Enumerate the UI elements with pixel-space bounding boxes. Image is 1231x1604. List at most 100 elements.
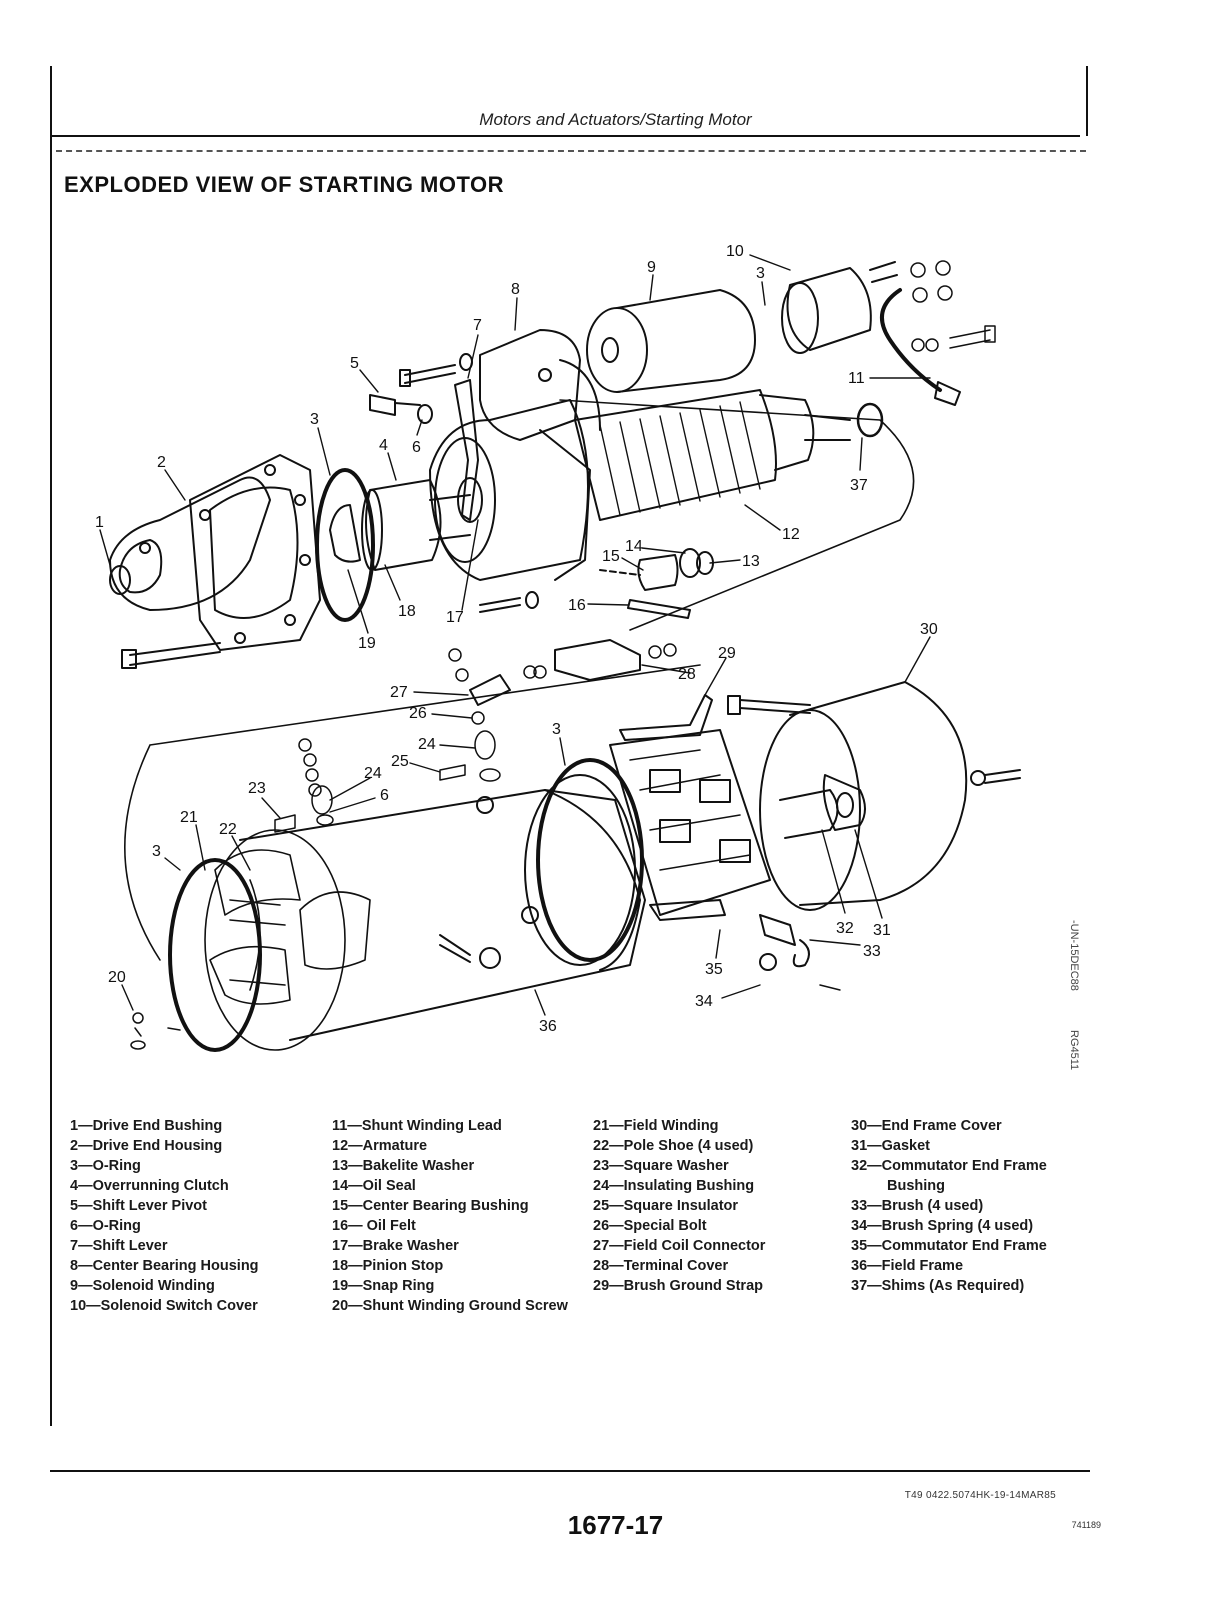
armature xyxy=(574,389,851,521)
callout-25: 25 xyxy=(391,753,409,770)
legend-item: 21—Field Winding xyxy=(593,1118,719,1134)
oil-felt xyxy=(627,599,691,619)
callout-12: 12 xyxy=(782,526,800,543)
legend-item: 10—Solenoid Switch Cover xyxy=(70,1298,258,1314)
center-bolt xyxy=(479,591,539,613)
callout-29: 29 xyxy=(718,645,736,662)
center-bearing-plate xyxy=(429,399,589,581)
legend-item: 22—Pole Shoe (4 used) xyxy=(593,1138,754,1154)
callout-23: 23 xyxy=(248,780,266,797)
o-ring-front xyxy=(168,858,262,1052)
leader-lines xyxy=(99,254,931,1016)
legend-item: 26—Special Bolt xyxy=(593,1218,707,1234)
callout-1: 1 xyxy=(95,514,104,531)
o-ring-upper xyxy=(315,468,375,622)
overrunning-clutch xyxy=(329,479,471,571)
solenoid-winding xyxy=(586,289,756,393)
callout-6a: 6 xyxy=(412,439,421,456)
legend-item: 13—Bakelite Washer xyxy=(332,1158,475,1174)
o-ring-field-frame xyxy=(536,758,644,962)
legend-item: 15—Center Bearing Bushing xyxy=(332,1198,529,1214)
end-frame-cover xyxy=(727,681,1021,911)
callout-14: 14 xyxy=(625,538,643,555)
legend-item: 32—Commutator End Frame Bushing xyxy=(851,1158,1047,1194)
callout-20: 20 xyxy=(108,969,126,986)
legend-item: 1—Drive End Bushing xyxy=(70,1118,223,1134)
legend-item: 30—End Frame Cover xyxy=(851,1118,1002,1134)
legend-item: 35—Commutator End Frame xyxy=(851,1238,1047,1254)
left-margin-rule xyxy=(50,66,52,1426)
legend-item: 3—O-Ring xyxy=(70,1158,141,1174)
shunt-winding-lead xyxy=(880,288,942,392)
callout-numbers: 1 2 3 4 5 6 7 8 9 10 3 11 37 12 14 15 13… xyxy=(95,243,938,1035)
upper-envelope xyxy=(559,399,915,631)
callout-13: 13 xyxy=(742,553,760,570)
print-code: T49 0422.5074HK-19-14MAR85 xyxy=(904,1490,1056,1501)
solenoid-switch-cover xyxy=(781,261,898,354)
callout-19: 19 xyxy=(358,635,376,652)
callout-27: 27 xyxy=(390,684,408,701)
legend-item: 29—Brush Ground Strap xyxy=(593,1278,763,1294)
legend-item: 8—Center Bearing Housing xyxy=(70,1258,259,1274)
legend-item: 33—Brush (4 used) xyxy=(851,1198,984,1214)
legend-item: 31—Gasket xyxy=(851,1138,930,1154)
header-dashed-rule xyxy=(56,150,1086,152)
callout-10: 10 xyxy=(726,243,744,260)
legend-item: 6—O-Ring xyxy=(70,1218,141,1234)
legend-item: 11—Shunt Winding Lead xyxy=(332,1118,502,1134)
legend-item: 37—Shims (As Required) xyxy=(851,1278,1025,1294)
legend-item: 7—Shift Lever xyxy=(70,1238,168,1254)
legend-item: 18—Pinion Stop xyxy=(332,1258,444,1274)
shims xyxy=(856,402,884,438)
legend-column-3: 21—Field Winding 22—Pole Shoe (4 used) 2… xyxy=(593,1116,853,1296)
legend-item: 20—Shunt Winding Ground Screw xyxy=(332,1298,568,1314)
legend-item: 14—Oil Seal xyxy=(332,1178,416,1194)
center-bearing-housing xyxy=(479,329,601,581)
shift-lever-pivot xyxy=(369,353,473,424)
legend-item: 5—Shift Lever Pivot xyxy=(70,1198,207,1214)
commutator-end-bushing xyxy=(779,774,866,839)
callout-9: 9 xyxy=(647,259,656,276)
page-number: 1677-17 xyxy=(567,1510,664,1540)
callout-17: 17 xyxy=(446,609,464,626)
drive-end-housing xyxy=(109,454,321,651)
terminal-cover xyxy=(554,639,641,681)
callout-31: 31 xyxy=(873,922,891,939)
terminal-cover-nuts xyxy=(648,643,677,659)
callout-24a: 24 xyxy=(418,736,436,753)
callout-3d: 3 xyxy=(152,843,161,860)
callout-15: 15 xyxy=(602,548,620,565)
legend-item: 17—Brake Washer xyxy=(332,1238,459,1254)
brush-ground-strap xyxy=(619,694,713,741)
shift-lever xyxy=(454,379,479,521)
terminal-stud-parts xyxy=(274,711,501,833)
legend-column-4: 30—End Frame Cover 31—Gasket 32—Commutat… xyxy=(851,1116,1091,1296)
callout-30: 30 xyxy=(920,621,938,638)
field-coil-connector xyxy=(469,674,511,706)
callout-22: 22 xyxy=(219,821,237,838)
legend-item: 28—Terminal Cover xyxy=(593,1258,729,1274)
callout-4: 4 xyxy=(379,437,388,454)
callout-3b: 3 xyxy=(756,265,765,282)
shunt-winding-ground-screw xyxy=(130,1012,181,1050)
sheet-code: 741189 xyxy=(1071,1520,1101,1530)
callout-36: 36 xyxy=(539,1018,557,1035)
legend-item: 34—Brush Spring (4 used) xyxy=(851,1218,1034,1234)
callout-3a: 3 xyxy=(310,411,319,428)
legend-column-2: 11—Shunt Winding Lead 12—Armature 13—Bak… xyxy=(332,1116,592,1316)
footer-rule xyxy=(50,1470,1090,1472)
callout-3c: 3 xyxy=(552,721,561,738)
callout-21: 21 xyxy=(180,809,198,826)
legend-item: 19—Snap Ring xyxy=(332,1278,435,1294)
callout-26: 26 xyxy=(409,705,427,722)
callout-11: 11 xyxy=(848,370,865,387)
brush-and-spring xyxy=(759,914,841,991)
legend-item: 27—Field Coil Connector xyxy=(593,1238,766,1254)
terminal-nuts xyxy=(910,260,996,352)
right-margin-rule xyxy=(1086,66,1088,136)
legend-item: 24—Insulating Bushing xyxy=(593,1178,755,1194)
callout-5: 5 xyxy=(350,355,359,372)
callout-7: 7 xyxy=(473,317,482,334)
callout-32: 32 xyxy=(836,920,854,937)
legend-item: 25—Square Insulator xyxy=(593,1198,739,1214)
